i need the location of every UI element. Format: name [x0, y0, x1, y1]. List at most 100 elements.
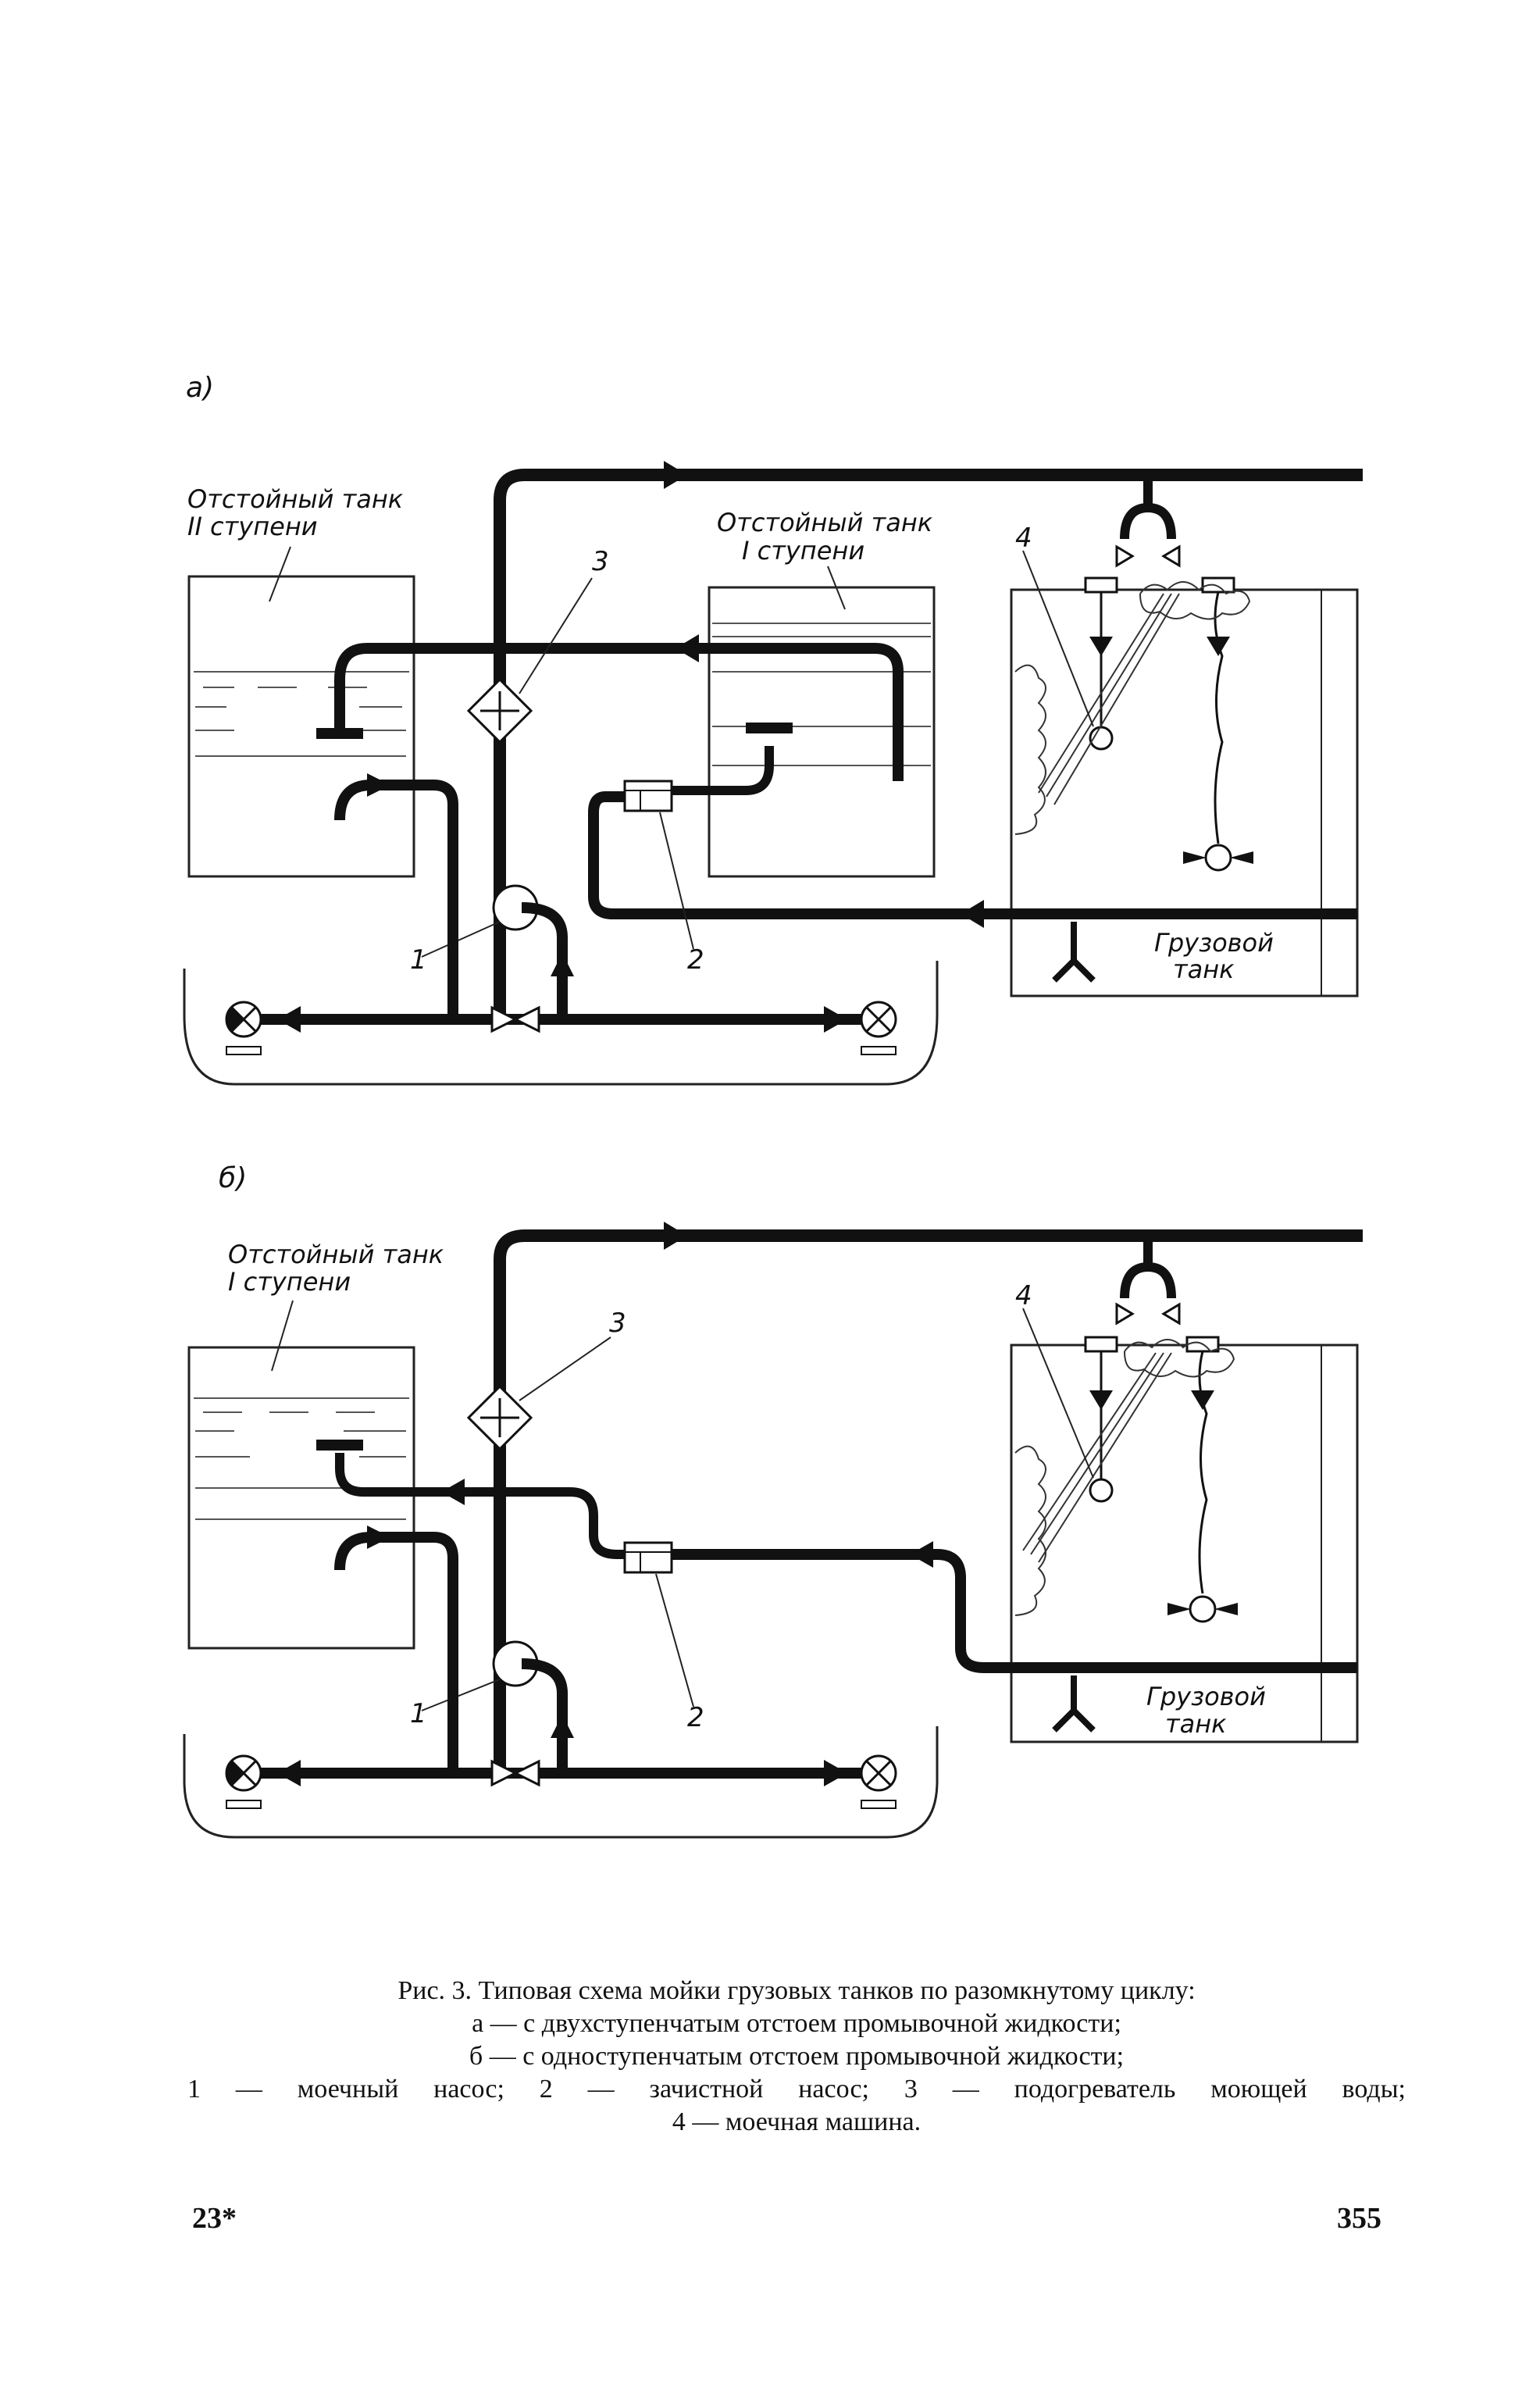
- sea-inlet-a: [860, 1001, 897, 1055]
- diffuser-stage1: [746, 723, 793, 733]
- tank-stage1-label-line2: I ступени: [742, 536, 864, 566]
- diagram-b: б) Отстойный танк I ступени Грузовой тан…: [183, 1162, 1363, 1839]
- machine-supply-b: [1120, 1236, 1176, 1299]
- leader-stage1: [827, 566, 846, 610]
- leader-3-b: [519, 1336, 611, 1401]
- settling-tank-stage2-a: [187, 575, 415, 878]
- cargo-tank-a: [1010, 588, 1359, 997]
- spray-cloud-a: [1014, 581, 1251, 835]
- machine-valves-a: [1115, 544, 1181, 568]
- hull-outline-b: [183, 1726, 939, 1839]
- tank-stage1-b-label-line1: Отстойный танк: [228, 1240, 444, 1269]
- valve-b: [490, 1759, 540, 1787]
- diffuser-stage2: [316, 728, 363, 739]
- flow-arrow-discharge-b: [441, 1479, 465, 1505]
- callout-2-b: 2: [687, 1702, 704, 1733]
- cargo-tank-label-line1: Грузовой: [1154, 928, 1274, 958]
- washing-machine-4-a: [1089, 726, 1114, 751]
- flow-arrow-pump-b: [551, 1715, 574, 1738]
- tank-stage2-label-line2: II ступени: [187, 512, 318, 541]
- hull-outline-a: [183, 961, 939, 1086]
- flow-arrow-overflow-a: [676, 634, 699, 662]
- stage2-suction-a: [334, 780, 458, 1015]
- callout-2-a: 2: [687, 944, 704, 976]
- flow-arrow-tank-b: [367, 1526, 390, 1549]
- wash-water-line-a: [494, 469, 1363, 1022]
- leader-1-b: [421, 1679, 501, 1711]
- figure-caption: Рис. 3. Типовая схема мойки грузовых тан…: [187, 1975, 1406, 2139]
- overflow-line-a: [334, 643, 904, 781]
- pump-suction-b: [521, 1658, 568, 1773]
- cargo-tank-b-label-line1: Грузовой: [1146, 1682, 1266, 1711]
- flow-arrow-return-a: [961, 900, 984, 928]
- valve-a: [490, 1005, 540, 1033]
- flow-arrow-stage2-a: [367, 773, 390, 797]
- leader-2-b: [655, 1573, 694, 1708]
- sea-outlet-b: [225, 1754, 262, 1809]
- flow-arrow-machine1-a: [1089, 637, 1113, 656]
- liquid-level-stage2-a: [194, 671, 409, 757]
- liquid-level-stage1-b: [194, 1397, 409, 1520]
- sea-inlet-b: [860, 1754, 897, 1809]
- callout-1-a: 1: [410, 944, 427, 976]
- flow-arrow-top-a: [664, 461, 687, 489]
- cargo-suction-a: [1052, 922, 1096, 983]
- leader-stage2: [269, 546, 291, 602]
- page-number: 355: [1337, 2202, 1381, 2235]
- callout-3-a: 3: [592, 546, 609, 577]
- flow-arrow-machine2-b: [1191, 1390, 1214, 1410]
- heater-3-b: [466, 1384, 533, 1451]
- cargo-tank-b-label-line2: танк: [1165, 1709, 1227, 1739]
- deck-opening-1-b: [1084, 1336, 1118, 1353]
- caption-line-a: а — с двухступенчатым отстоем промывочно…: [472, 2009, 1121, 2038]
- flow-arrow-pump-a: [551, 953, 574, 976]
- cargo-suction-b: [1052, 1675, 1096, 1732]
- callout-1-b: 1: [410, 1698, 427, 1729]
- machine-hose-2-a: [1214, 591, 1224, 844]
- diffuser-b: [316, 1440, 363, 1451]
- leader-4-a: [1022, 550, 1094, 727]
- flow-arrow-in-b: [824, 1760, 847, 1786]
- wash-jets-b: [1022, 1352, 1172, 1563]
- flow-arrow-out-b: [277, 1760, 301, 1786]
- cargo-tank-label-line2: танк: [1173, 955, 1235, 984]
- flow-arrow-out-a: [277, 1006, 301, 1033]
- tank-stage2-label-line1: Отстойный танк: [187, 484, 404, 514]
- deck-opening-1-a: [1084, 576, 1118, 594]
- tank-suction-b: [334, 1532, 458, 1773]
- machine-hose-2-b: [1198, 1351, 1208, 1594]
- stripping-pump-2-a: [623, 780, 673, 812]
- machine-supply-a: [1120, 475, 1176, 540]
- pump-suction-a: [521, 902, 568, 1015]
- stripping-pump-2-b: [623, 1541, 673, 1574]
- flow-arrow-machine2-a: [1207, 637, 1230, 656]
- stripping-discharge-b: [335, 1453, 625, 1559]
- wash-jets-a: [1038, 593, 1180, 805]
- caption-title: Рис. 3. Типовая схема мойки грузовых тан…: [397, 1976, 1196, 2005]
- sea-outlet-a: [225, 1001, 262, 1055]
- wash-water-line-b: [494, 1229, 1363, 1777]
- callout-4-b: 4: [1015, 1280, 1032, 1311]
- tank-stage1-label-line1: Отстойный танк: [717, 508, 933, 537]
- callout-3-b: 3: [609, 1308, 626, 1339]
- leader-4-b: [1022, 1308, 1094, 1479]
- stripping-discharge-a: [672, 746, 774, 795]
- machine-valves-b: [1115, 1302, 1181, 1326]
- settling-tank-stage1-a: [708, 586, 936, 878]
- caption-legend: 1 — моечный насос; 2 — зачистной насос; …: [187, 2075, 1406, 2104]
- caption-legend-end: 4 — моечная машина.: [672, 2107, 922, 2136]
- flow-arrow-machine1-b: [1089, 1390, 1113, 1410]
- caption-line-b: б — с одноступенчатым отстоем промывочно…: [469, 2042, 1125, 2071]
- flow-arrow-top-b: [664, 1222, 687, 1250]
- leader-3-a: [519, 577, 593, 694]
- washing-machine-lower-b: [1167, 1595, 1238, 1623]
- signature-mark: 23*: [192, 2202, 237, 2235]
- stripping-suction-b: [672, 1549, 1357, 1673]
- heater-3-a: [466, 677, 533, 744]
- panel-label-a: а): [186, 372, 214, 404]
- callout-4-a: 4: [1015, 523, 1032, 554]
- settling-tank-stage1-b: [187, 1346, 415, 1650]
- leader-1-a: [421, 921, 501, 958]
- flow-arrow-in-a: [824, 1006, 847, 1033]
